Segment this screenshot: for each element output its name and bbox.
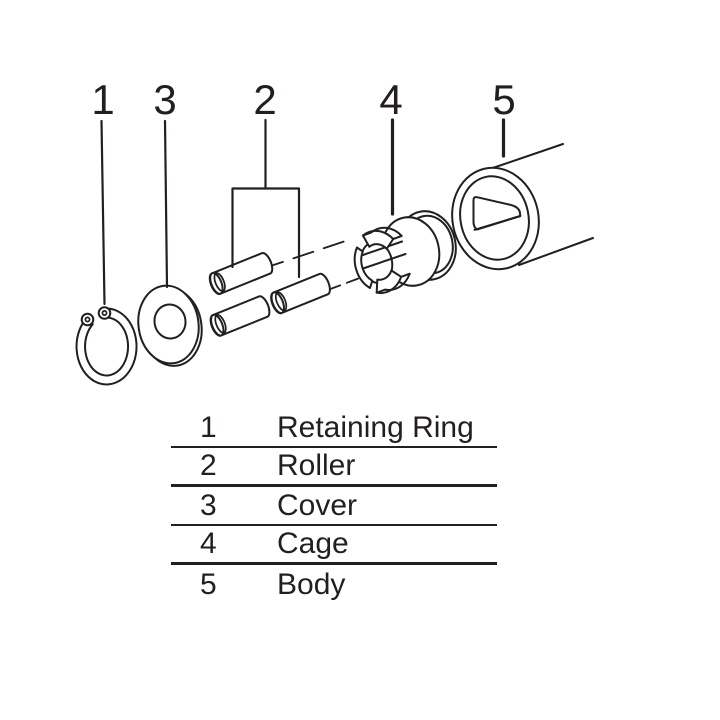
part-number-cell: 3 xyxy=(200,488,217,522)
part-cage xyxy=(353,210,457,295)
table-row: 1 Retaining Ring xyxy=(171,409,497,448)
leader-bracket-2 xyxy=(231,187,301,279)
callout-5: 5 xyxy=(492,76,515,123)
part-roller-2 xyxy=(209,295,271,337)
table-row: 4 Cage xyxy=(171,526,497,565)
part-name-cell: Retaining Ring xyxy=(277,410,474,444)
part-number-cell: 4 xyxy=(200,527,217,560)
axis-dashed-line xyxy=(262,238,366,291)
callout-2: 2 xyxy=(253,76,276,123)
table-row: 2 Roller xyxy=(171,448,497,487)
leader-line-3 xyxy=(163,119,169,289)
part-name-cell: Cage xyxy=(277,527,349,560)
part-number-cell: 2 xyxy=(200,449,217,482)
part-roller-3 xyxy=(270,272,331,315)
part-number-cell: 1 xyxy=(200,410,217,444)
leader-line-1 xyxy=(100,119,106,306)
part-name-cell: Cover xyxy=(277,488,358,522)
table-row: 5 Body xyxy=(171,565,497,604)
part-cover xyxy=(137,284,203,367)
callout-3: 3 xyxy=(153,76,176,123)
callout-1: 1 xyxy=(91,76,114,123)
callout-4: 4 xyxy=(379,76,402,123)
table-row: 3 Cover xyxy=(171,487,497,526)
part-roller-1 xyxy=(208,252,274,295)
part-number-cell: 5 xyxy=(200,567,217,601)
part-name-cell: Body xyxy=(277,567,346,601)
parts-table: 1 Retaining Ring 2 Roller 3 Cover 4 Cage… xyxy=(171,409,497,604)
part-name-cell: Roller xyxy=(277,449,356,482)
part-retaining-ring xyxy=(75,306,138,386)
part-body xyxy=(451,143,594,271)
